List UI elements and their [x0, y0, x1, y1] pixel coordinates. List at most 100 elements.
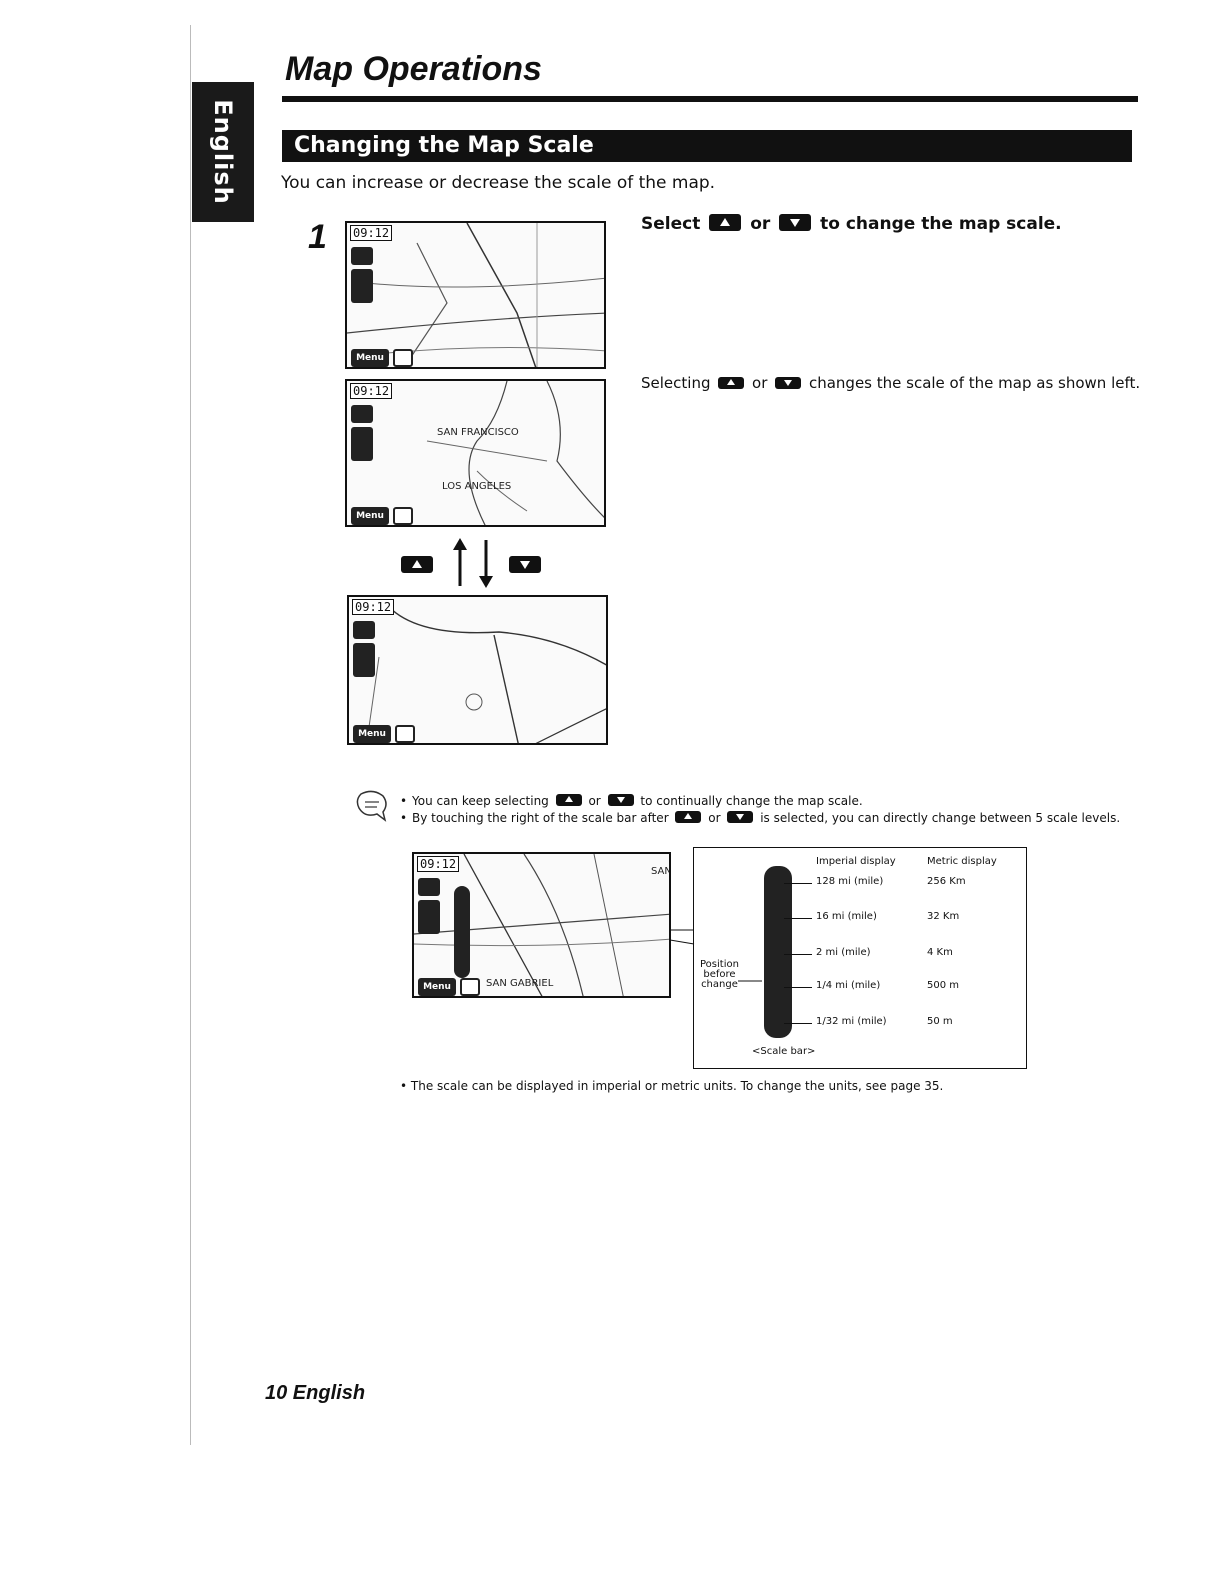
scale-down-icon	[779, 214, 812, 231]
map-roads	[414, 854, 669, 996]
map-menu-button: Menu	[418, 978, 456, 996]
metric-value: 50 m	[927, 1016, 953, 1027]
map-label-san: SAN	[651, 866, 671, 877]
map-orientation-button	[353, 621, 375, 639]
section-heading: Changing the Map Scale	[294, 133, 594, 158]
note-item: By touching the right of the scale bar a…	[400, 810, 1130, 827]
units-note-text: The scale can be displayed in imperial o…	[410, 1079, 944, 1093]
metric-value: 500 m	[927, 980, 960, 991]
language-tab: English	[192, 82, 254, 222]
map-menu-button: Menu	[353, 725, 391, 743]
instruction-prefix: Select	[641, 214, 701, 234]
position-label-line: change	[701, 979, 738, 990]
imperial-value: 1/4 mi (mile)	[816, 980, 881, 991]
title-rule	[282, 96, 1138, 102]
result-prefix: Selecting	[641, 374, 711, 392]
map-zoom-buttons	[418, 900, 440, 934]
units-note: • The scale can be displayed in imperial…	[400, 1079, 944, 1093]
scale-tick	[784, 987, 812, 988]
scale-tick	[784, 1023, 812, 1024]
note2-suffix: is selected, you can directly change bet…	[760, 811, 1121, 825]
map-view-button	[395, 725, 415, 743]
map-clock: 09:12	[350, 225, 393, 241]
scale-up-icon	[401, 556, 433, 573]
scale-down-icon	[607, 794, 634, 806]
position-label-line: before	[703, 969, 736, 980]
page-title: Map Operations	[285, 50, 542, 88]
map-view-button	[393, 349, 413, 367]
metric-value: 4 Km	[927, 947, 953, 958]
map-label-san-gabriel: SAN GABRIEL	[486, 978, 554, 989]
section-heading-bar: Changing the Map Scale	[282, 130, 1132, 162]
scale-level-row: 128 mi (mile) 256 Km	[784, 876, 1024, 890]
note1-prefix: You can keep selecting	[412, 794, 549, 808]
scale-up-icon	[718, 377, 745, 389]
section-intro: You can increase or decrease the scale o…	[281, 173, 716, 193]
language-tab-label: English	[209, 99, 237, 205]
note-item: You can keep selecting or to continually…	[400, 793, 1130, 810]
imperial-value: 2 mi (mile)	[816, 947, 871, 958]
map-clock: 09:12	[350, 383, 393, 399]
step-result: Selecting or changes the scale of the ma…	[641, 374, 1140, 392]
map-orientation-button	[351, 405, 373, 423]
imperial-value: 1/32 mi (mile)	[816, 1016, 887, 1027]
metric-header: Metric display	[927, 856, 997, 867]
scale-toggle-diagram	[398, 538, 548, 588]
map-clock: 09:12	[352, 599, 395, 615]
scale-down-icon	[727, 811, 754, 823]
scale-level-row: 1/4 mi (mile) 500 m	[784, 980, 1024, 994]
map-menu-button: Menu	[351, 507, 389, 525]
notes-list: You can keep selecting or to continually…	[400, 793, 1130, 827]
map-orientation-button	[351, 247, 373, 265]
map-screenshot-wide: 09:12 SAN FRANCISCO LOS ANGELES Menu	[345, 379, 606, 527]
scale-tick	[784, 954, 812, 955]
map-screenshot-scale-bar: 09:12 SAN SAN GABRIEL Menu	[412, 852, 671, 998]
map-label-san-francisco: SAN FRANCISCO	[437, 427, 519, 438]
scale-bar-graphic	[764, 866, 792, 1038]
imperial-value: 16 mi (mile)	[816, 911, 877, 922]
scale-bar-diagram: Imperial display Metric display 128 mi (…	[693, 847, 1027, 1069]
map-roads	[426, 381, 604, 525]
note1-or: or	[588, 794, 601, 808]
page-margin-line	[190, 25, 191, 1445]
map-zoom-buttons	[351, 269, 373, 303]
scale-bar-caption: <Scale bar>	[752, 1046, 816, 1057]
scale-down-icon	[775, 377, 802, 389]
step-instruction: Select or to change the map scale.	[641, 214, 1062, 234]
scale-level-row: 2 mi (mile) 4 Km	[784, 947, 1024, 961]
position-before-change-label: Position before change	[700, 960, 739, 990]
metric-value: 256 Km	[927, 876, 966, 887]
scale-level-row: 16 mi (mile) 32 Km	[784, 911, 1024, 925]
swap-arrows-icon	[453, 538, 493, 588]
note-icon	[356, 790, 387, 822]
instruction-suffix: to change the map scale.	[820, 214, 1062, 234]
map-view-button	[460, 978, 480, 996]
map-view-button	[393, 507, 413, 525]
scale-tick	[784, 918, 812, 919]
scale-up-icon	[555, 794, 582, 806]
result-suffix: changes the scale of the map as shown le…	[808, 374, 1141, 392]
instruction-or: or	[750, 214, 771, 234]
map-zoom-buttons	[353, 643, 375, 677]
map-roads	[347, 223, 604, 367]
imperial-value: 128 mi (mile)	[816, 876, 884, 887]
position-pointer	[738, 980, 762, 982]
page-footer: 10 English	[265, 1382, 366, 1404]
map-label-los-angeles: LOS ANGELES	[442, 481, 512, 492]
map-zoom-buttons	[351, 427, 373, 461]
scale-down-icon	[509, 556, 541, 573]
map-screenshot-zoomed: 09:12 Menu	[347, 595, 608, 745]
map-menu-button: Menu	[351, 349, 389, 367]
note1-suffix: to continually change the map scale.	[640, 794, 863, 808]
step-number: 1	[308, 218, 327, 256]
note2-or: or	[708, 811, 721, 825]
map-screenshot-detailed: 09:12 Menu	[345, 221, 606, 369]
scale-level-row: 1/32 mi (mile) 50 m	[784, 1016, 1024, 1030]
scale-tick	[784, 883, 812, 884]
map-roads	[368, 606, 606, 743]
map-orientation-button	[418, 878, 440, 896]
map-clock: 09:12	[417, 856, 460, 872]
scale-up-icon	[709, 214, 742, 231]
result-or: or	[752, 374, 768, 392]
map-scale-bar	[454, 886, 470, 978]
